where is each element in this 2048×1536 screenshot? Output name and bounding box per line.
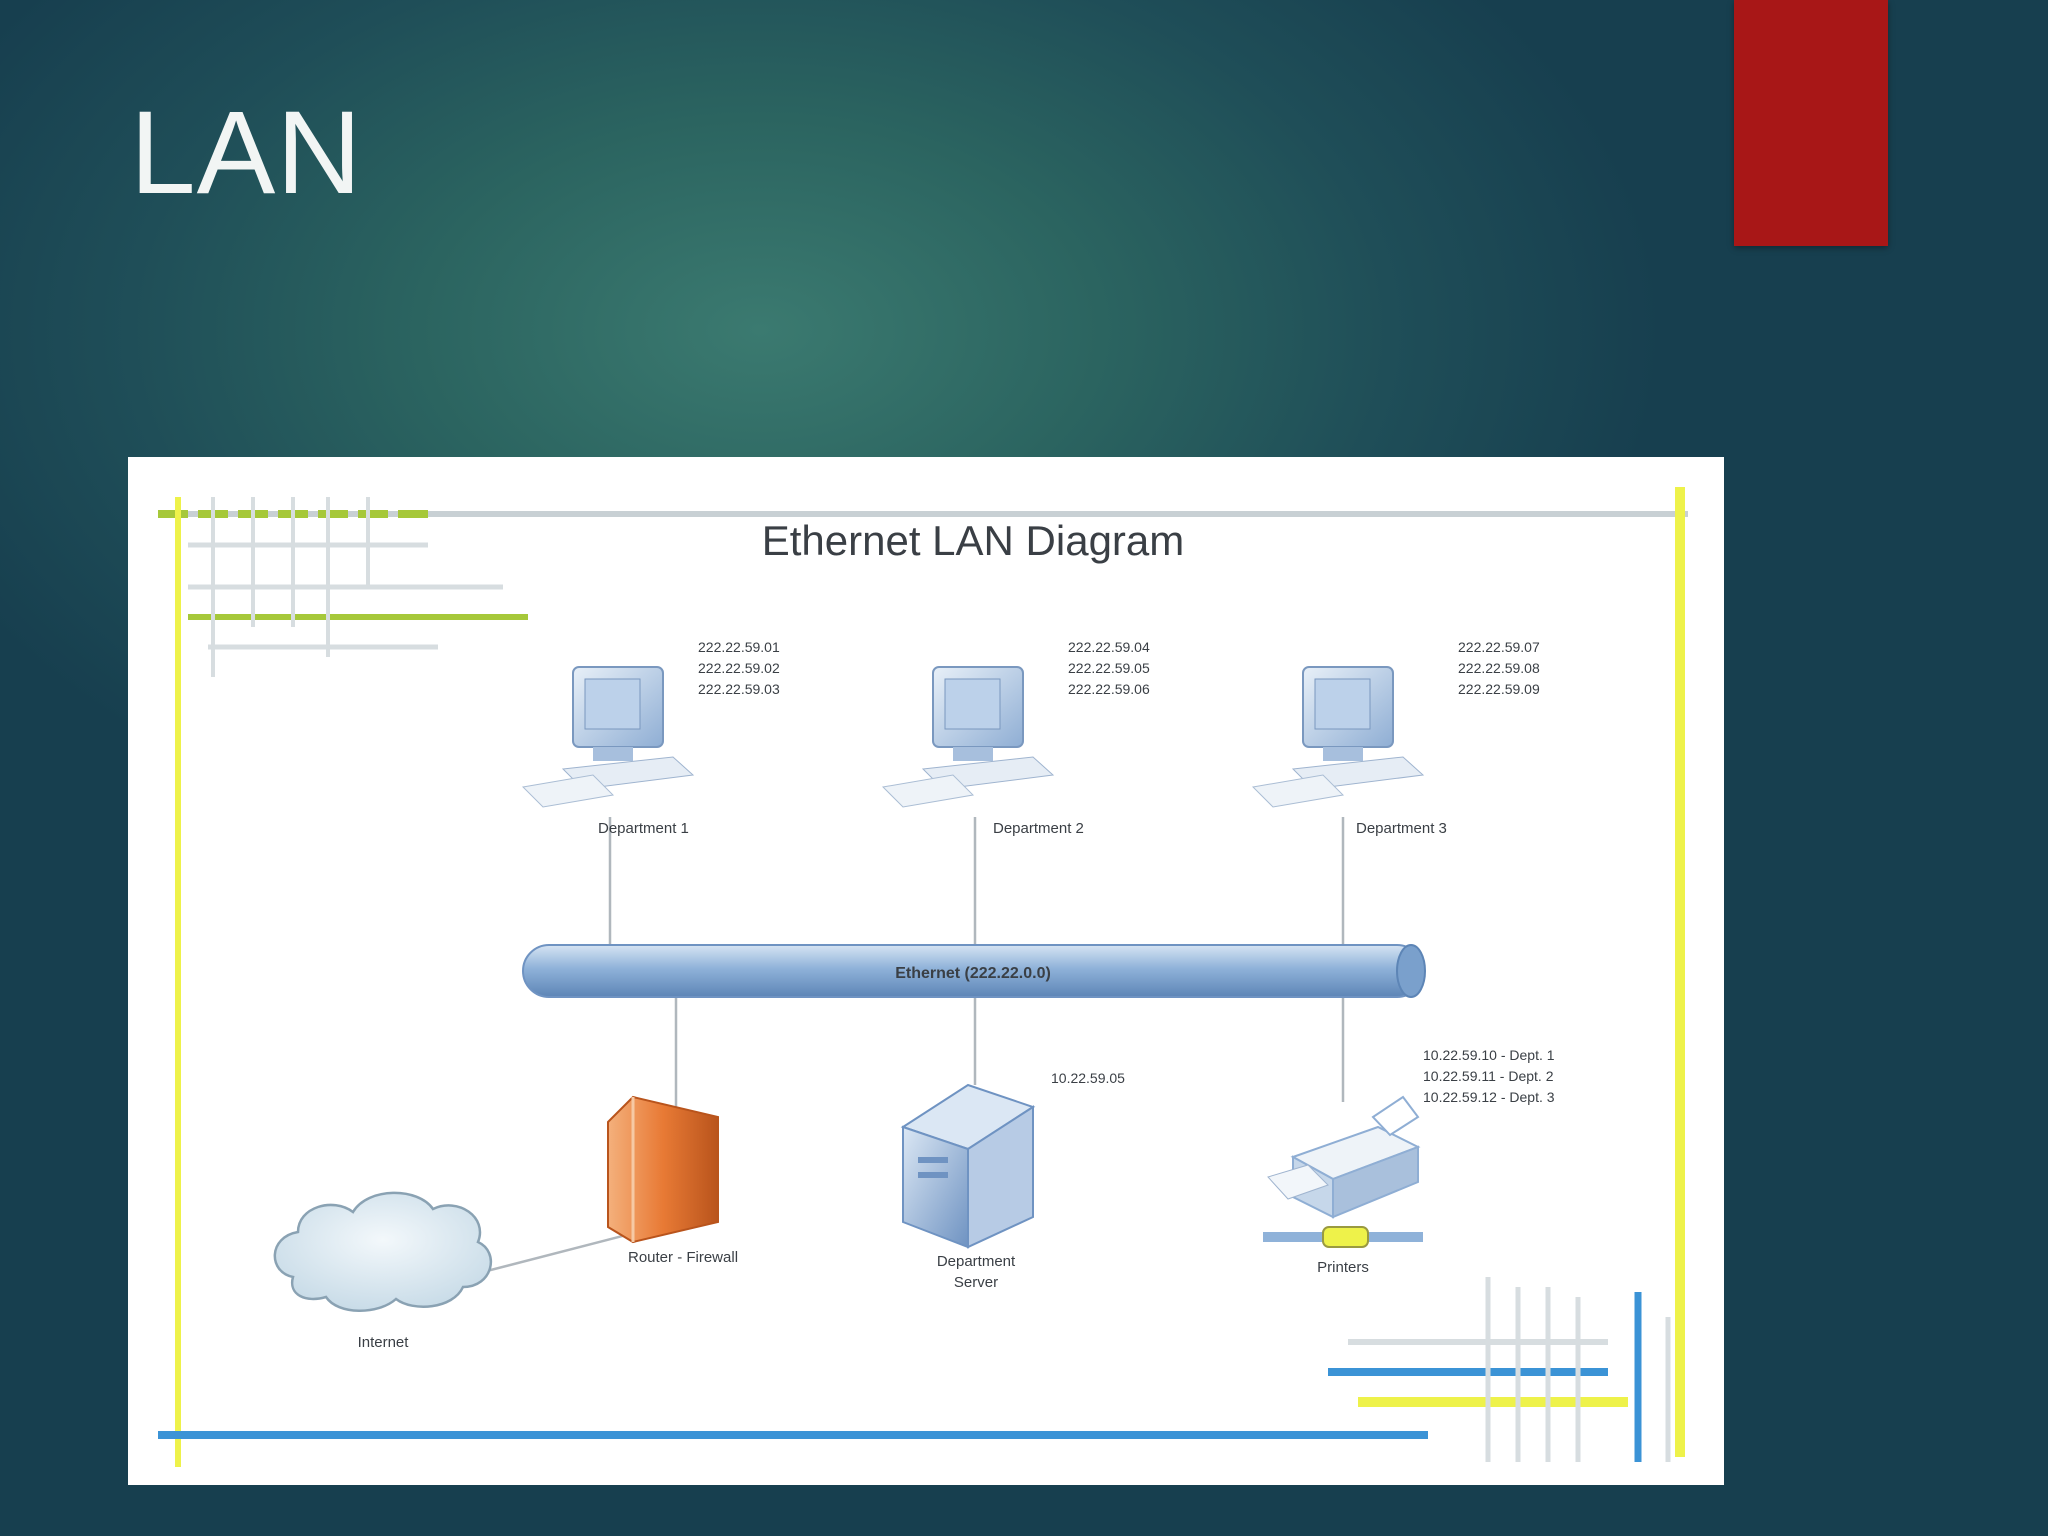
- frame-decoration: [158, 487, 1688, 1467]
- server-icon: [900, 1083, 1036, 1249]
- cloud-icon: [273, 1191, 493, 1312]
- department-computer-3: Department 3 222.22.59.07 222.22.59.08 2…: [1251, 639, 1540, 837]
- printer-icon: [1263, 1095, 1423, 1248]
- department-computer-1: Department 1 222.22.59.01 222.22.59.02 2…: [521, 639, 780, 837]
- department-label: Department 2: [993, 820, 1084, 837]
- department-ip: 222.22.59.04: [1068, 639, 1150, 655]
- department-ip: 222.22.59.01: [698, 639, 780, 655]
- printer-label: Printers: [1317, 1259, 1369, 1276]
- router-label: Router - Firewall: [628, 1249, 738, 1266]
- printer-ip: 10.22.59.11 - Dept. 2: [1423, 1068, 1554, 1084]
- printer-ip: 10.22.59.12 - Dept. 3: [1423, 1089, 1555, 1105]
- computer-icon: [1251, 666, 1425, 808]
- server-label-line1: Department: [937, 1253, 1016, 1270]
- computer-icon: [881, 666, 1055, 808]
- lan-diagram: Ethernet LAN Diagram Ethernet (222.22.0.…: [158, 487, 1688, 1467]
- department-computer-2: Department 2 222.22.59.04 222.22.59.05 2…: [881, 639, 1150, 837]
- department-ip: 222.22.59.05: [1068, 660, 1150, 676]
- accent-tab: [1734, 0, 1888, 246]
- department-ip: 222.22.59.08: [1458, 660, 1540, 676]
- department-label: Department 3: [1356, 820, 1447, 837]
- server-label-line2: Server: [954, 1274, 998, 1291]
- department-ip: 222.22.59.07: [1458, 639, 1540, 655]
- department-ip: 222.22.59.03: [698, 681, 780, 697]
- department-label: Department 1: [598, 820, 689, 837]
- department-ip: 222.22.59.02: [698, 660, 780, 676]
- computer-icon: [521, 666, 695, 808]
- diagram-title: Ethernet LAN Diagram: [762, 517, 1185, 564]
- backbone-label: Ethernet (222.22.0.0): [895, 965, 1051, 982]
- printer-ip: 10.22.59.10 - Dept. 1: [1423, 1047, 1555, 1063]
- printers: Printers 10.22.59.10 - Dept. 1 10.22.59.…: [1263, 1047, 1555, 1276]
- department-ip: 222.22.59.09: [1458, 681, 1540, 697]
- slide-title: LAN: [130, 87, 363, 219]
- server-ip: 10.22.59.05: [1051, 1070, 1125, 1086]
- network-links: [482, 817, 1345, 1274]
- lan-diagram-image: Ethernet LAN Diagram Ethernet (222.22.0.…: [128, 457, 1724, 1485]
- router-firewall: Router - Firewall: [607, 1095, 738, 1266]
- internet-label: Internet: [358, 1334, 410, 1351]
- ethernet-backbone: Ethernet (222.22.0.0): [522, 944, 1426, 998]
- department-server: Department Server 10.22.59.05: [900, 1070, 1125, 1291]
- firewall-icon: [607, 1095, 719, 1244]
- internet-cloud: Internet: [273, 1191, 493, 1351]
- department-ip: 222.22.59.06: [1068, 681, 1150, 697]
